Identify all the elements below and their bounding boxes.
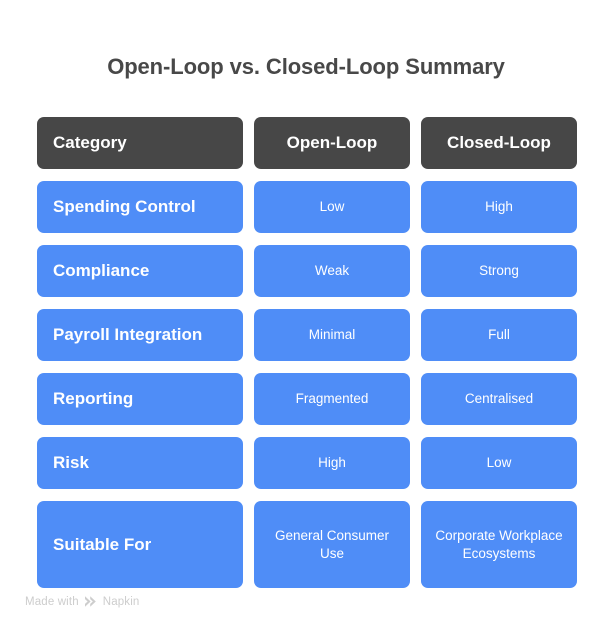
cell-closed-loop: Centralised: [421, 373, 577, 425]
page-title: Open-Loop vs. Closed-Loop Summary: [107, 54, 505, 79]
table-row: Risk High Low: [37, 437, 577, 489]
cell-category: Spending Control: [37, 181, 243, 233]
table-row: Compliance Weak Strong: [37, 245, 577, 297]
napkin-watermark: Made with Napkin: [25, 595, 139, 608]
table-row: Reporting Fragmented Centralised: [37, 373, 577, 425]
table-row: Suitable For General Consumer Use Corpor…: [37, 501, 577, 588]
cell-open-loop: Low: [254, 181, 410, 233]
cell-closed-loop: Corporate Workplace Ecosystems: [421, 501, 577, 588]
table-header-cell-open-loop: Open-Loop: [254, 117, 410, 169]
table-row: Payroll Integration Minimal Full: [37, 309, 577, 361]
cell-open-loop: Minimal: [254, 309, 410, 361]
cell-closed-loop: Low: [421, 437, 577, 489]
cell-open-loop: Fragmented: [254, 373, 410, 425]
cell-closed-loop: High: [421, 181, 577, 233]
cell-open-loop: Weak: [254, 245, 410, 297]
comparison-table: Category Open-Loop Closed-Loop Spending …: [37, 117, 577, 588]
cell-category: Suitable For: [37, 501, 243, 588]
table-header-cell-category: Category: [37, 117, 243, 169]
cell-category: Risk: [37, 437, 243, 489]
watermark-brand: Napkin: [102, 595, 140, 608]
napkin-logo-icon: [84, 595, 98, 608]
cell-category: Reporting: [37, 373, 243, 425]
cell-category: Compliance: [37, 245, 243, 297]
table-row: Spending Control Low High: [37, 181, 577, 233]
cell-category: Payroll Integration: [37, 309, 243, 361]
cell-closed-loop: Full: [421, 309, 577, 361]
table-header-row: Category Open-Loop Closed-Loop: [37, 117, 577, 169]
cell-closed-loop: Strong: [421, 245, 577, 297]
watermark-label: Made with: [25, 595, 79, 608]
cell-open-loop: General Consumer Use: [254, 501, 410, 588]
table-header-cell-closed-loop: Closed-Loop: [421, 117, 577, 169]
cell-open-loop: High: [254, 437, 410, 489]
